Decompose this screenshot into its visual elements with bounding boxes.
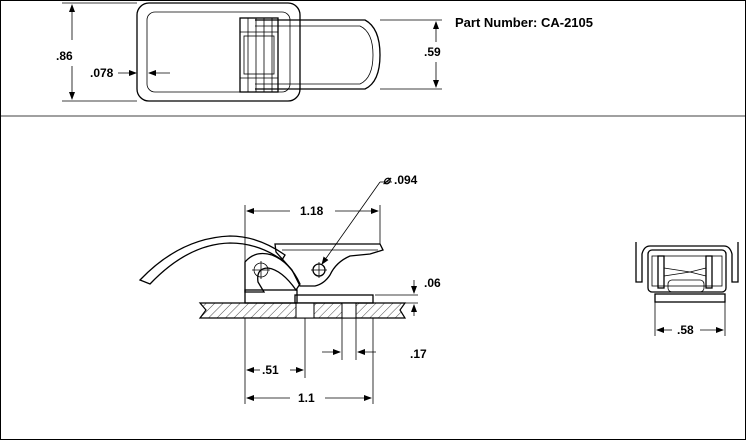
keeper-plate [294, 294, 374, 304]
dim-length-upper: 1.18 [300, 204, 324, 218]
top-view-strap-inner [255, 25, 374, 85]
top-view: .86 .078 .59 [56, 2, 442, 102]
top-view-strap [255, 19, 381, 90]
strap-plate [274, 243, 384, 287]
side-view: ⌀ .094 1.18 .06 .17 .51 1.1 [138, 173, 441, 405]
diameter-symbol: ⌀ [383, 173, 392, 187]
end-view: .58 [635, 242, 739, 337]
dim-end-width: .58 [677, 323, 694, 337]
dim-strap-width: .59 [424, 45, 441, 59]
dim-slot-width: .17 [410, 347, 427, 361]
dim-pivot-offset: .51 [262, 363, 279, 377]
dim-plate-offset: .06 [424, 276, 441, 290]
top-view-hinge [239, 17, 279, 93]
top-view-base-inner [146, 11, 291, 93]
lever-arm [138, 235, 286, 285]
dim-hole-diameter: .094 [394, 173, 418, 187]
top-view-base-outer [136, 2, 301, 102]
dim-overall-length: 1.1 [298, 391, 315, 405]
dim-height-top: .86 [56, 49, 73, 63]
dim-wall-thickness: .078 [90, 66, 114, 80]
part-number-title: Part Number: CA-2105 [455, 15, 593, 30]
